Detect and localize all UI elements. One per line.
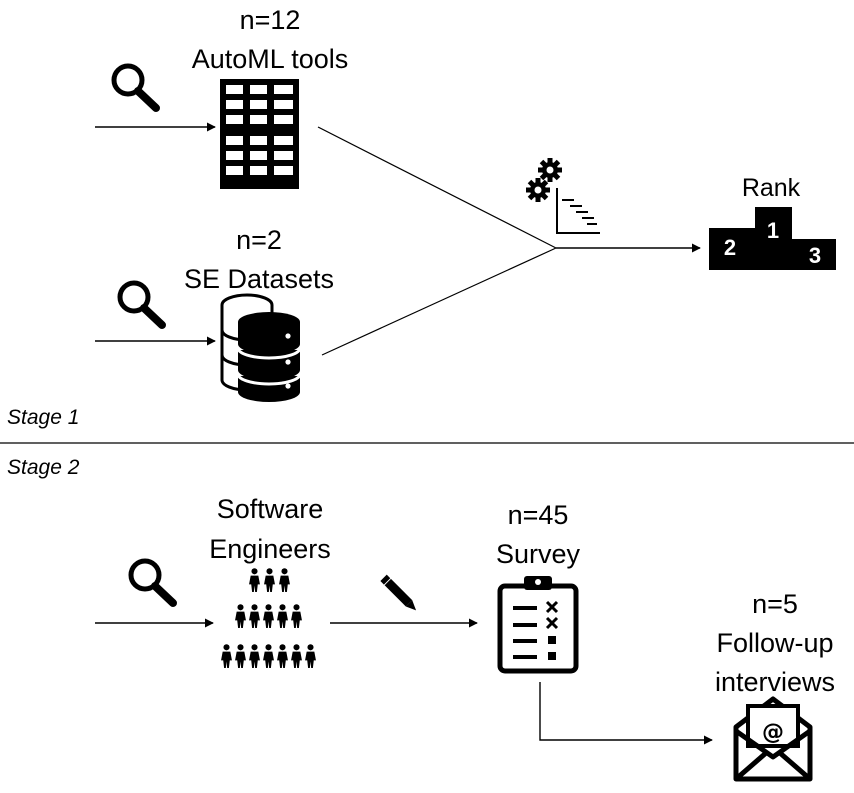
- engineers-label-line1: Software: [216, 494, 324, 524]
- podium-place-3: 3: [809, 243, 821, 268]
- svg-text:@: @: [762, 720, 784, 745]
- automl-label: AutoML tools: [191, 44, 349, 74]
- table-icon: [220, 79, 299, 189]
- survey-count: n=45: [507, 500, 569, 530]
- people-pyramid-icon: [221, 568, 316, 668]
- podium-place-2: 2: [724, 235, 736, 260]
- gears-icon: [526, 158, 600, 234]
- podium-icon: 1 2 3: [709, 207, 836, 270]
- stage-1-label: Stage 1: [7, 406, 80, 429]
- automl-connector-line: [317, 126, 557, 249]
- podium-place-1: 1: [767, 218, 779, 243]
- interviews-label-line2: interviews: [714, 667, 836, 697]
- pencil-icon: [380, 574, 417, 611]
- interviews-count: n=5: [752, 589, 798, 619]
- datasets-connector-line: [321, 247, 557, 356]
- interviews-label-line1: Follow-up: [716, 628, 834, 658]
- search-icon: [111, 63, 160, 112]
- search-icon: [117, 280, 166, 329]
- datasets-label: SE Datasets: [183, 264, 335, 294]
- stage-2-label: Stage 2: [7, 456, 80, 479]
- engineers-label-line2: Engineers: [209, 534, 331, 564]
- clipboard-icon: [497, 576, 579, 674]
- database-icon: [220, 293, 302, 402]
- envelope-at-icon: @: [733, 696, 813, 782]
- automl-count: n=12: [239, 5, 301, 35]
- survey-label: Survey: [495, 539, 581, 569]
- interviews-arrow: [539, 682, 713, 745]
- search-icon: [128, 558, 177, 607]
- datasets-count: n=2: [236, 225, 282, 255]
- rank-label: Rank: [741, 174, 801, 202]
